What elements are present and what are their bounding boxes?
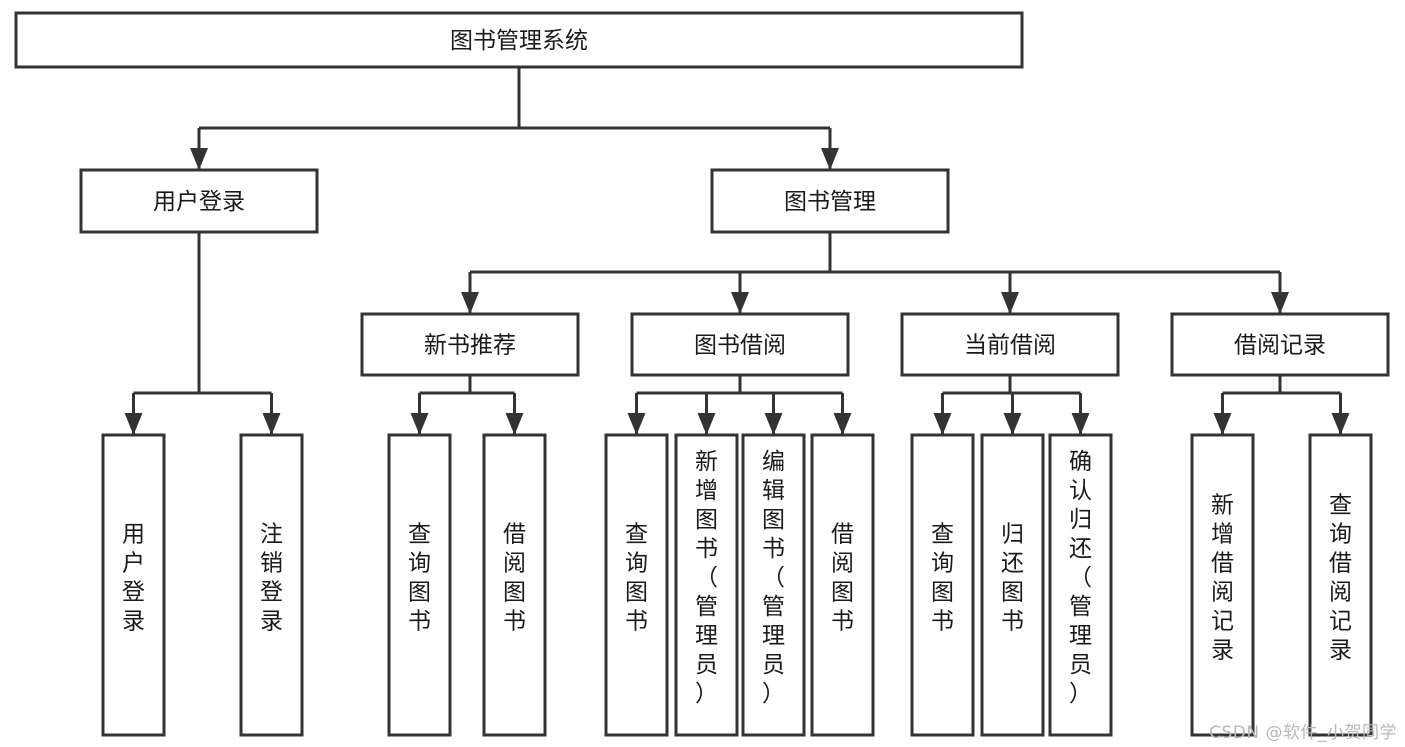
node-layer: 图书管理系统用户登录图书管理新书推荐图书借阅当前借阅借阅记录用户登录注销登录查询… [14, 11, 1390, 737]
node-leaf-query-book-recommend[interactable]: 查询图书 [387, 433, 452, 737]
node-leaf-edit-book[interactable]: 编辑图书（管理员） [741, 433, 806, 737]
arrow-head-leaf-user-login [124, 413, 143, 435]
arrow-head-book-borrow [731, 292, 749, 314]
node-box-leaf-query-borrow-record [1308, 433, 1373, 737]
node-box-leaf-add-borrow-record [1190, 433, 1255, 737]
node-leaf-query-book-current[interactable]: 查询图书 [910, 433, 975, 737]
node-box-leaf-user-login [101, 433, 166, 737]
node-label-leaf-logout: 注销登录 [260, 522, 283, 635]
node-label-leaf-add-book: 新增图书（管理员） [695, 449, 718, 707]
arrow-head-leaf-query-borrow-record [1331, 413, 1350, 435]
node-box-current-borrow [900, 312, 1120, 377]
arrow-head-new-book-recommend [461, 292, 479, 314]
node-book-management[interactable]: 图书管理 [710, 168, 950, 234]
node-label-leaf-query-book-recommend: 查询图书 [408, 522, 431, 635]
node-label-borrow-record: 借阅记录 [1234, 333, 1326, 359]
node-leaf-query-book-borrow[interactable]: 查询图书 [604, 433, 669, 737]
arrow-head-leaf-query-book-current [933, 413, 952, 435]
node-user-login[interactable]: 用户登录 [79, 168, 319, 234]
node-borrow-record[interactable]: 借阅记录 [1170, 312, 1390, 377]
node-box-leaf-return-book [980, 433, 1045, 737]
node-leaf-add-borrow-record[interactable]: 新增借阅记录 [1190, 433, 1255, 737]
node-box-leaf-confirm-return [1048, 433, 1113, 737]
arrow-head-leaf-confirm-return [1071, 413, 1090, 435]
node-new-book-recommend[interactable]: 新书推荐 [360, 312, 580, 377]
node-box-leaf-query-book-current [910, 433, 975, 737]
node-label-user-login: 用户登录 [153, 189, 245, 215]
node-label-leaf-user-login: 用户登录 [122, 522, 145, 635]
node-leaf-add-book[interactable]: 新增图书（管理员） [674, 433, 739, 737]
arrow-head-leaf-return-book [1003, 413, 1022, 435]
node-box-new-book-recommend [360, 312, 580, 377]
arrow-head-current-borrow [1001, 292, 1019, 314]
node-label-root: 图书管理系统 [450, 28, 588, 54]
arrow-head-user-login [190, 148, 208, 170]
arrow-head-leaf-query-book-recommend [410, 413, 429, 435]
connector-layer [124, 67, 1350, 435]
node-label-leaf-return-book: 归还图书 [1001, 522, 1024, 635]
node-label-leaf-borrow-book-recommend: 借阅图书 [503, 522, 526, 635]
arrow-head-leaf-edit-book [764, 413, 783, 435]
arrow-head-borrow-record [1271, 292, 1289, 314]
node-leaf-borrow-book[interactable]: 借阅图书 [810, 433, 875, 737]
node-label-current-borrow: 当前借阅 [964, 333, 1056, 359]
node-label-leaf-confirm-return: 确认归还（管理员） [1069, 449, 1092, 707]
node-label-new-book-recommend: 新书推荐 [424, 333, 516, 359]
arrow-head-leaf-logout [262, 413, 281, 435]
node-leaf-return-book[interactable]: 归还图书 [980, 433, 1045, 737]
node-label-leaf-query-book-borrow: 查询图书 [625, 522, 648, 635]
node-box-borrow-record [1170, 312, 1390, 377]
node-box-book-management [710, 168, 950, 234]
arrow-head-leaf-borrow-book-recommend [505, 413, 524, 435]
node-box-leaf-borrow-book-recommend [482, 433, 547, 737]
node-box-leaf-logout [239, 433, 304, 737]
arrow-head-book-management [821, 148, 839, 170]
arrow-head-leaf-query-book-borrow [627, 413, 646, 435]
node-leaf-confirm-return[interactable]: 确认归还（管理员） [1048, 433, 1113, 737]
node-label-book-borrow: 图书借阅 [694, 333, 786, 359]
node-box-leaf-edit-book [741, 433, 806, 737]
node-label-leaf-add-borrow-record: 新增借阅记录 [1211, 493, 1234, 664]
node-label-leaf-edit-book: 编辑图书（管理员） [762, 449, 785, 707]
node-label-leaf-query-book-current: 查询图书 [931, 522, 954, 635]
node-label-leaf-query-borrow-record: 查询借阅记录 [1329, 493, 1352, 664]
node-current-borrow[interactable]: 当前借阅 [900, 312, 1120, 377]
node-leaf-borrow-book-recommend[interactable]: 借阅图书 [482, 433, 547, 737]
arrow-head-leaf-add-book [697, 413, 716, 435]
node-label-leaf-borrow-book: 借阅图书 [831, 522, 854, 635]
node-leaf-query-borrow-record[interactable]: 查询借阅记录 [1308, 433, 1373, 737]
arrow-head-leaf-borrow-book [833, 413, 852, 435]
node-box-leaf-add-book [674, 433, 739, 737]
node-label-book-management: 图书管理 [784, 189, 876, 215]
node-root[interactable]: 图书管理系统 [14, 11, 1024, 69]
node-box-user-login [79, 168, 319, 234]
node-box-leaf-borrow-book [810, 433, 875, 737]
arrow-head-leaf-add-borrow-record [1213, 413, 1232, 435]
node-box-root [14, 11, 1024, 69]
node-leaf-user-login[interactable]: 用户登录 [101, 433, 166, 737]
node-box-leaf-query-book-recommend [387, 433, 452, 737]
node-leaf-logout[interactable]: 注销登录 [239, 433, 304, 737]
node-box-leaf-query-book-borrow [604, 433, 669, 737]
node-book-borrow[interactable]: 图书借阅 [630, 312, 850, 377]
node-box-book-borrow [630, 312, 850, 377]
